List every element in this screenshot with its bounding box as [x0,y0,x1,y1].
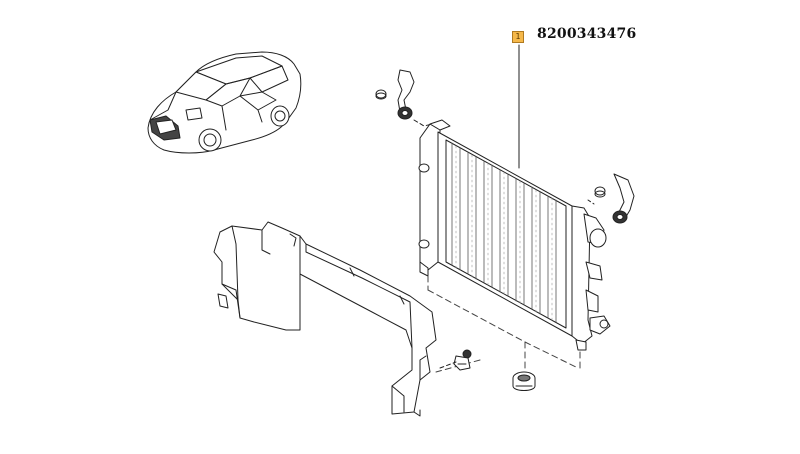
radiator-icon[interactable] [418,119,611,351]
upper-right-mount-bracket-icon[interactable] [587,173,635,224]
callout-marker[interactable]: 1 [512,31,524,43]
lower-rubber-mount-icon[interactable] [512,371,536,391]
drain-plug-icon[interactable] [439,349,472,371]
part-number-label[interactable]: 8200343476 [537,26,637,42]
fan-shroud-deflector-icon[interactable] [213,221,437,417]
vehicle-thumbnail-icon[interactable] [147,51,302,154]
upper-left-mount-bracket-icon[interactable] [375,69,433,127]
